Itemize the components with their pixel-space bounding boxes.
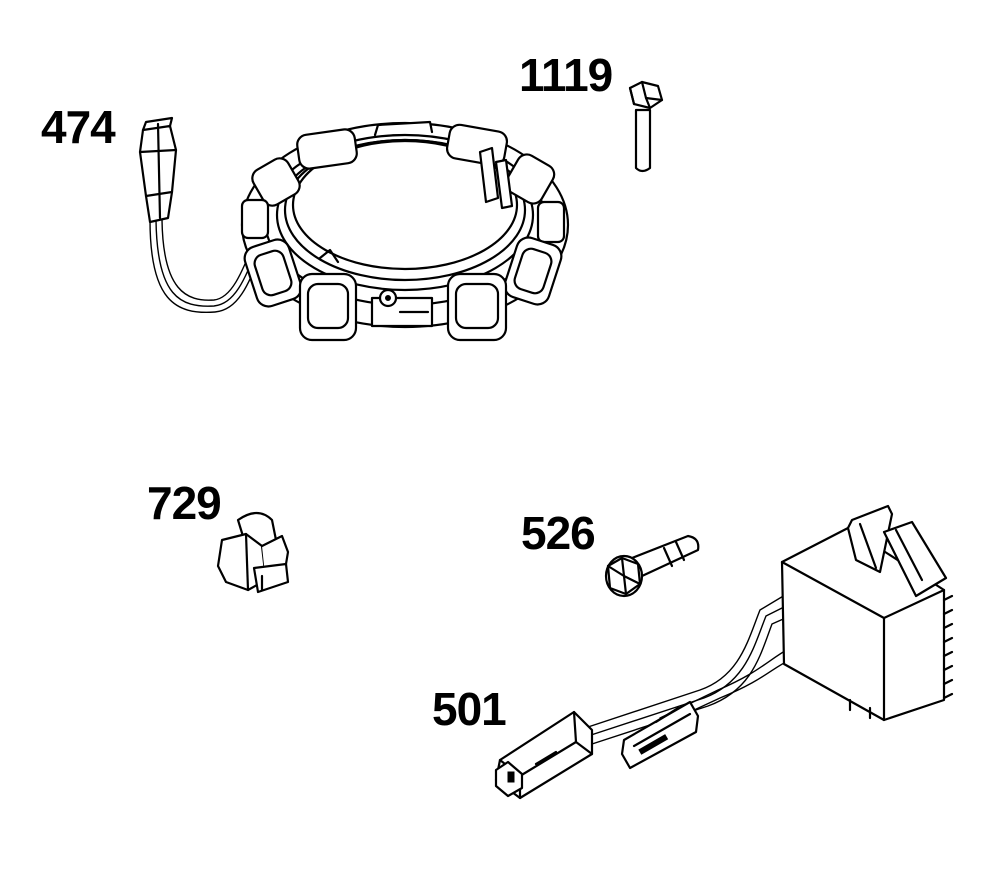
callout-729: 729 (147, 477, 222, 529)
regulator-part (494, 504, 954, 800)
callout-474: 474 (41, 101, 116, 153)
flange-bolt-part (604, 534, 700, 598)
callout-501: 501 (432, 683, 507, 735)
clip-part (216, 511, 290, 594)
callout-526: 526 (521, 507, 596, 559)
callout-1119: 1119 (519, 49, 613, 101)
stator-part (138, 116, 570, 342)
long-bolt-part (628, 80, 664, 173)
